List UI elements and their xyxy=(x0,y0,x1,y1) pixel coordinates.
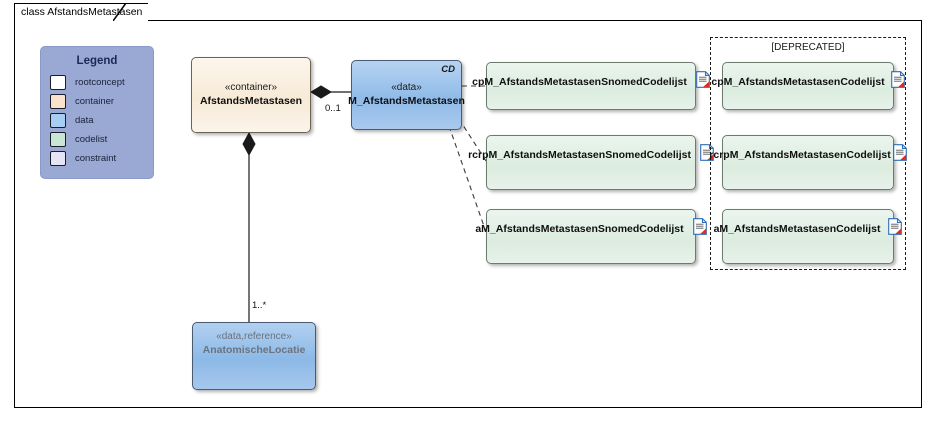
legend-label-data: data xyxy=(75,114,94,126)
codelist-label: cpM_AfstandsMetastasenCodelijst xyxy=(711,76,885,88)
legend-item-constraint: constraint xyxy=(50,149,153,167)
legend-panel: Legend rootconcept container data codeli… xyxy=(40,46,154,179)
legend-swatch-constraint xyxy=(50,150,66,166)
codelist-node-rcrpm-snomed[interactable]: rcrpM_AfstandsMetastasenSnomedCodelijst xyxy=(468,135,714,190)
legend-swatch-codelist xyxy=(50,131,66,147)
class-name: AnatomischeLocatie xyxy=(202,343,306,356)
legend-items: rootconcept container data codelist cons… xyxy=(41,73,153,167)
class-node-anatomischelocatie[interactable]: «data,reference» AnatomischeLocatie xyxy=(192,322,316,390)
class-node-afstandsmetastasen[interactable]: «container» AfstandsMetastasen xyxy=(191,57,311,133)
class-stereotype: «container» xyxy=(224,82,278,94)
legend-title: Legend xyxy=(76,55,118,67)
deprecated-codelist-node-cpm[interactable]: cpM_AfstandsMetastasenCodelijst xyxy=(711,62,905,110)
class-name: AfstandsMetastasen xyxy=(199,94,303,107)
legend-swatch-rootconcept xyxy=(50,74,66,90)
class-name: M_AfstandsMetastasen xyxy=(348,94,465,107)
codelist-label: rcrpM_AfstandsMetastasenCodelijst xyxy=(709,149,891,161)
document-icon xyxy=(692,218,707,240)
diagram-frame xyxy=(14,20,922,408)
diagram-frame-tab-slant xyxy=(113,3,131,21)
document-icon xyxy=(890,71,905,93)
class-node-m-afstandsmetastasen[interactable]: CD «data» M_AfstandsMetastasen xyxy=(348,60,465,130)
codelist-label: aM_AfstandsMetastasenSnomedCodelijst xyxy=(475,223,684,235)
multiplicity-container-location: 1..* xyxy=(252,300,267,311)
diagram-title: class AfstandsMetastasen xyxy=(21,6,143,19)
deprecated-codelist-node-rcrpm[interactable]: rcrpM_AfstandsMetastasenCodelijst xyxy=(709,135,907,190)
legend-item-codelist: codelist xyxy=(50,130,153,148)
legend-item-data: data xyxy=(50,111,153,129)
document-icon xyxy=(892,144,907,166)
multiplicity-container-data: 0..1 xyxy=(325,103,341,114)
legend-item-container: container xyxy=(50,92,153,110)
diagram-frame-tab: class AfstandsMetastasen xyxy=(14,3,149,21)
codelist-label: rcrpM_AfstandsMetastasenSnomedCodelijst xyxy=(468,149,691,161)
class-corner-tag-cd: CD xyxy=(441,64,455,75)
legend-label-constraint: constraint xyxy=(75,152,117,164)
codelist-label: aM_AfstandsMetastasenCodelijst xyxy=(713,223,881,235)
deprecated-codelist-node-am[interactable]: aM_AfstandsMetastasenCodelijst xyxy=(714,209,903,264)
deprecated-group-label: [DEPRECATED] xyxy=(771,42,845,53)
class-stereotype: «data,reference» xyxy=(216,331,292,342)
document-icon xyxy=(888,218,903,240)
legend-item-rootconcept: rootconcept xyxy=(50,73,153,91)
legend-swatch-data xyxy=(50,112,66,128)
legend-label-rootconcept: rootconcept xyxy=(75,76,125,88)
legend-label-container: container xyxy=(75,95,115,107)
legend-swatch-container xyxy=(50,93,66,109)
legend-label-codelist: codelist xyxy=(75,133,108,145)
document-icon xyxy=(696,71,710,93)
class-stereotype: «data» xyxy=(391,82,422,94)
codelist-node-am-snomed[interactable]: aM_AfstandsMetastasenSnomedCodelijst xyxy=(475,209,707,264)
codelist-label: cpM_AfstandsMetastasenSnomedCodelijst xyxy=(472,76,687,88)
codelist-node-cpm-snomed[interactable]: cpM_AfstandsMetastasenSnomedCodelijst xyxy=(472,62,710,110)
